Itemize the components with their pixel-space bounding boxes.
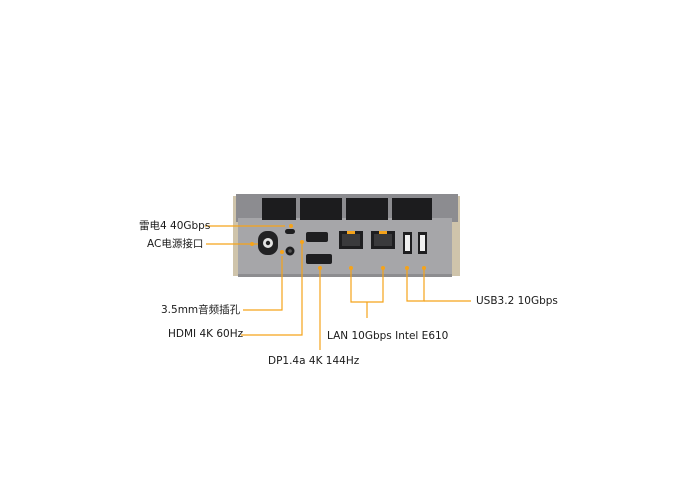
vent-grille-2 <box>300 198 342 220</box>
label-hdmi: HDMI 4K 60Hz <box>168 328 244 340</box>
label-thunderbolt: 雷电4 40Gbps <box>139 220 211 232</box>
callout-dots <box>250 224 426 270</box>
label-ac-power: AC电源接口 <box>147 238 204 250</box>
vent-grille-4 <box>392 198 432 220</box>
label-displayport: DP1.4a 4K 144Hz <box>268 355 360 367</box>
vent-grille-1 <box>262 198 296 220</box>
chassis-left-side <box>233 196 241 276</box>
displayport-port <box>306 254 332 264</box>
hdmi-port <box>306 232 328 242</box>
label-usb: USB3.2 10Gbps <box>476 295 558 307</box>
callout-lines <box>205 225 471 350</box>
label-lan: LAN 10Gbps Intel E610 <box>327 330 449 342</box>
label-audio: 3.5mm音频插孔 <box>161 304 241 316</box>
chassis-right-side <box>450 196 460 276</box>
thunderbolt-port <box>285 229 295 234</box>
chassis-bottom <box>238 274 452 277</box>
vent-grille-3 <box>346 198 388 220</box>
